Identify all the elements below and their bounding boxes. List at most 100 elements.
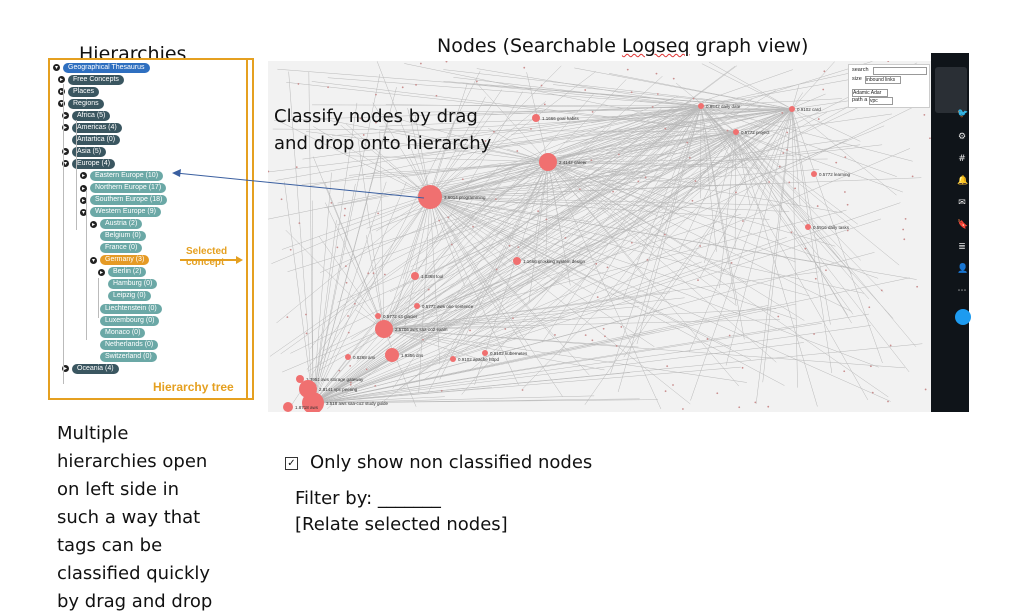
graph-minor-node[interactable] (903, 238, 906, 241)
tree-node-label[interactable]: Eastern Europe (10) (90, 170, 164, 181)
graph-minor-node[interactable] (475, 80, 478, 83)
graph-node[interactable] (539, 153, 557, 171)
graph-minor-node[interactable] (447, 216, 450, 219)
graph-minor-node[interactable] (375, 121, 377, 124)
graph-minor-node[interactable] (590, 159, 593, 162)
graph-minor-node[interactable] (813, 333, 815, 335)
graph-minor-node[interactable] (305, 332, 308, 335)
tree-node-label[interactable]: Western Europe (9) (90, 207, 161, 218)
graph-minor-node[interactable] (595, 262, 598, 265)
graph-minor-node[interactable] (768, 181, 771, 183)
graph-minor-node[interactable] (904, 217, 907, 220)
tree-node[interactable]: ▸Asia (5) (62, 146, 107, 157)
bookmark-icon[interactable]: 🔖 (957, 220, 969, 230)
graph-minor-node[interactable] (537, 210, 540, 213)
graph-minor-node[interactable] (469, 329, 471, 332)
graph-minor-node[interactable] (730, 261, 733, 264)
graph-minor-node[interactable] (738, 406, 741, 409)
graph-node[interactable] (345, 354, 351, 360)
tree-node[interactable]: ▸Berlin (2) (98, 267, 147, 278)
graph-minor-node[interactable] (663, 233, 666, 236)
graph-node[interactable] (532, 114, 540, 122)
graph-minor-node[interactable] (615, 345, 618, 347)
graph-minor-node[interactable] (330, 201, 333, 204)
graph-minor-node[interactable] (554, 334, 556, 336)
graph-minor-node[interactable] (540, 84, 543, 87)
tree-node[interactable]: ▾Regions (58, 98, 104, 109)
mail-icon[interactable]: ✉ (958, 198, 966, 208)
graph-minor-node[interactable] (682, 408, 684, 410)
graph-minor-node[interactable] (699, 245, 702, 247)
graph-minor-node[interactable] (835, 161, 838, 164)
expand-icon[interactable]: ▸ (62, 112, 69, 120)
graph-minor-node[interactable] (347, 331, 350, 334)
graph-minor-node[interactable] (781, 112, 784, 114)
graph-minor-node[interactable] (508, 244, 511, 247)
checkbox[interactable]: ✓ (285, 456, 298, 470)
graph-minor-node[interactable] (415, 83, 417, 86)
tree-node-label[interactable]: Leipzig (0) (108, 291, 151, 302)
tree-node-label[interactable]: Regions (68, 98, 104, 109)
tree-node[interactable]: Monaco (0) (90, 327, 146, 338)
graph-minor-node[interactable] (289, 248, 292, 251)
graph-minor-node[interactable] (512, 317, 514, 320)
expand-icon[interactable]: ▸ (80, 196, 87, 204)
graph-minor-node[interactable] (887, 61, 890, 62)
graph-minor-node[interactable] (618, 153, 620, 156)
graph-minor-node[interactable] (630, 91, 633, 94)
tree-node-label[interactable]: Geographical Thesaurus (63, 62, 150, 73)
tree-node[interactable]: ▸Austria (2) (90, 219, 143, 230)
graph-minor-node[interactable] (450, 243, 453, 246)
graph-minor-node[interactable] (868, 306, 871, 309)
tree-node-label[interactable]: Southern Europe (18) (90, 195, 168, 206)
graph-minor-node[interactable] (362, 134, 365, 136)
tree-node-label[interactable]: France (0) (100, 243, 143, 254)
graph-minor-node[interactable] (543, 103, 546, 106)
tree-node-label[interactable]: Asia (5) (72, 146, 107, 157)
tree-node[interactable]: Liechtenstein (0) (90, 303, 162, 314)
graph-minor-node[interactable] (655, 72, 658, 75)
graph-minor-node[interactable] (846, 203, 849, 206)
tree-node[interactable]: ▸Free Concepts (58, 74, 124, 85)
tree-node-label[interactable]: Antartica (0) (72, 134, 121, 145)
graph-minor-node[interactable] (786, 149, 788, 151)
graph-minor-node[interactable] (911, 175, 914, 178)
graph-minor-node[interactable] (817, 118, 820, 120)
tree-node[interactable]: ▾Europe (4) (62, 158, 116, 169)
graph-minor-node[interactable] (844, 156, 847, 159)
graph-minor-node[interactable] (637, 180, 640, 183)
graph-minor-node[interactable] (280, 198, 283, 201)
graph-minor-node[interactable] (871, 391, 874, 394)
tree-node[interactable]: ▾Germany (3) (90, 255, 150, 266)
tree-node[interactable]: Hamburg (0) (98, 279, 158, 290)
tree-node-label[interactable]: Netherlands (0) (100, 339, 159, 350)
graph-minor-node[interactable] (494, 198, 497, 200)
graph-minor-node[interactable] (344, 207, 346, 210)
graph-node[interactable] (482, 350, 488, 356)
graph-minor-node[interactable] (741, 366, 744, 369)
graph-minor-node[interactable] (620, 326, 623, 328)
graph-minor-node[interactable] (578, 188, 581, 191)
expand-icon[interactable]: ▸ (58, 76, 65, 84)
graph-minor-node[interactable] (305, 313, 307, 316)
graph-minor-node[interactable] (347, 315, 349, 317)
graph-minor-node[interactable] (902, 228, 905, 231)
graph-minor-node[interactable] (495, 268, 498, 271)
graph-minor-node[interactable] (484, 140, 487, 142)
graph-minor-node[interactable] (365, 368, 368, 371)
graph-minor-node[interactable] (383, 273, 386, 276)
graph-minor-node[interactable] (880, 289, 883, 292)
graph-minor-node[interactable] (602, 327, 605, 330)
expand-icon[interactable]: ▸ (58, 88, 65, 96)
tree-node-label[interactable]: Liechtenstein (0) (100, 303, 162, 314)
path-input[interactable]: vpc (869, 97, 893, 105)
graph-minor-node[interactable] (843, 370, 846, 373)
graph-minor-node[interactable] (788, 181, 791, 184)
graph-minor-node[interactable] (591, 110, 594, 113)
graph-minor-node[interactable] (778, 165, 781, 168)
graph-minor-node[interactable] (375, 93, 377, 96)
graph-minor-node[interactable] (401, 86, 404, 89)
tree-node[interactable]: ▾Western Europe (9) (80, 207, 161, 218)
relate-selected-nodes-button[interactable]: [Relate selected nodes] (295, 514, 508, 535)
